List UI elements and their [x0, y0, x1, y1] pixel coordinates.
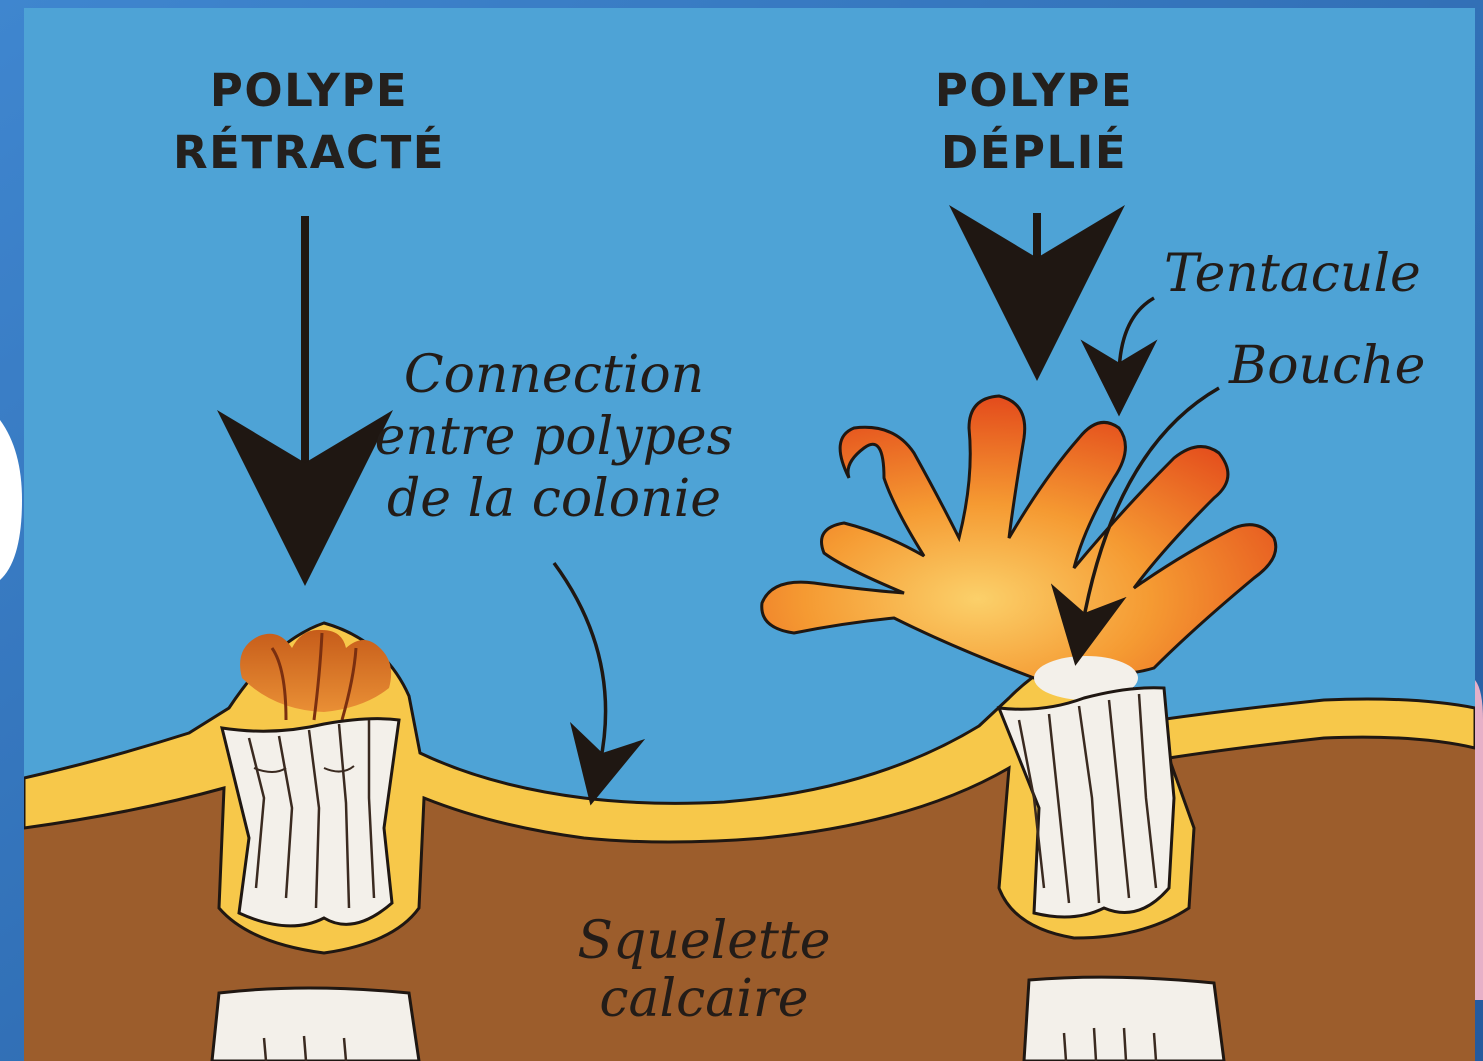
connection-label-line2: entre polypes: [369, 406, 739, 468]
skeleton-label-line1: Squelette: [554, 912, 854, 970]
retracted-polyp-title: POLYPE RÉTRACTÉ: [144, 60, 474, 184]
diagram-card: POLYPE RÉTRACTÉ POLYPE DÉPLIÉ Tentacule …: [24, 8, 1475, 1061]
expanded-title-line1: POLYPE: [874, 60, 1194, 122]
expanded-polyp-title: POLYPE DÉPLIÉ: [874, 60, 1194, 184]
skeleton-label-line2: calcaire: [554, 970, 854, 1028]
lower-cup-left: [212, 988, 419, 1061]
connection-label: Connection entre polypes de la colonie: [369, 344, 739, 530]
mouth-label: Bouche: [1229, 336, 1425, 396]
tentacle-label: Tentacule: [1164, 244, 1421, 304]
connection-label-line3: de la colonie: [369, 468, 739, 530]
retracted-title-line2: RÉTRACTÉ: [144, 122, 474, 184]
expanded-title-line2: DÉPLIÉ: [874, 122, 1194, 184]
retracted-polyp-cup: [222, 719, 399, 926]
connection-label-line1: Connection: [369, 344, 739, 406]
skeleton-label: Squelette calcaire: [554, 912, 854, 1028]
retracted-title-line1: POLYPE: [144, 60, 474, 122]
background-pink-shape: [1475, 680, 1483, 1000]
